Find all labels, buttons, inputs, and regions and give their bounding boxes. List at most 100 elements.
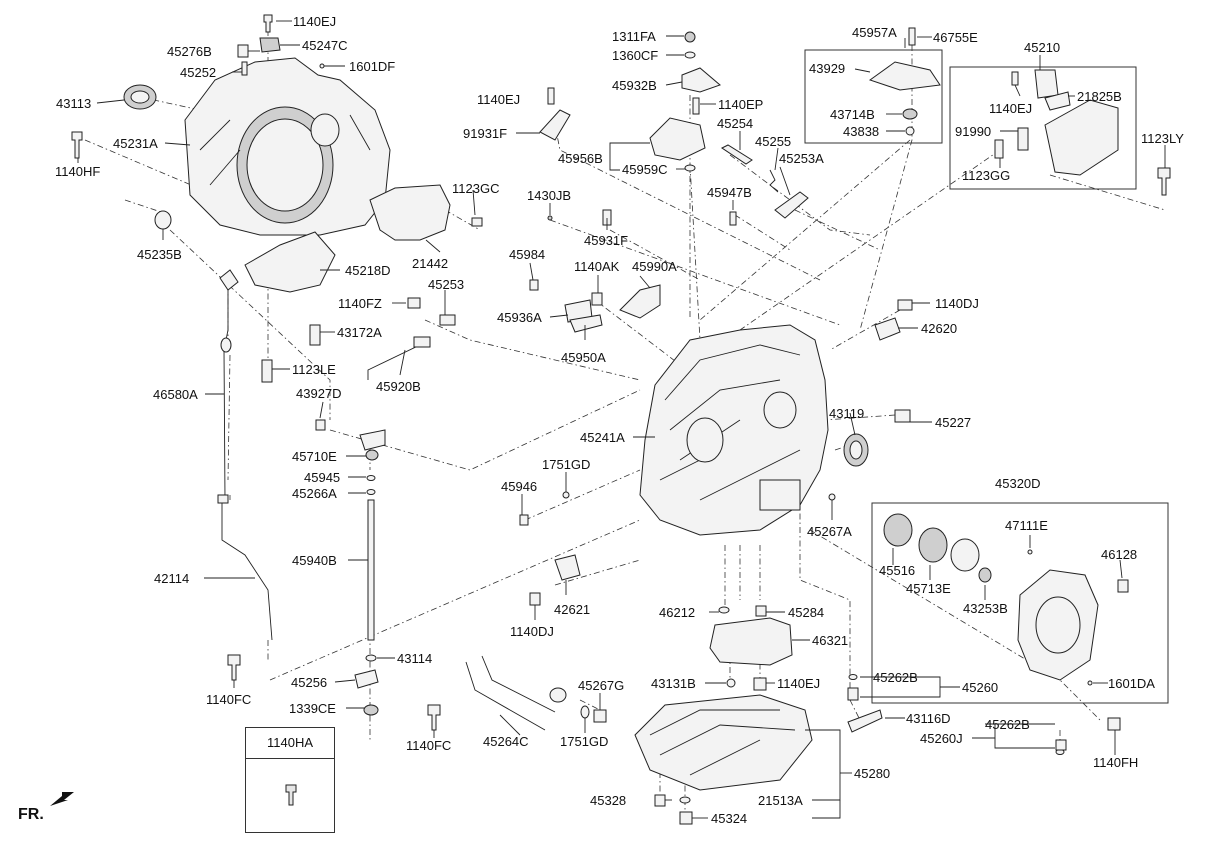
label-1140FZ: 1140FZ [338,296,382,311]
washer-45266A [366,489,376,495]
pipe-43116D [847,709,883,733]
label-45710E: 45710E [292,449,337,464]
label-1140FC-lower: 1140FC [406,738,451,753]
bolt-1140HF [71,131,83,159]
bolt-1140EJ-filter [753,677,767,691]
label-46580A: 46580A [153,387,198,402]
label-45990A: 45990A [632,259,677,274]
bolt-1140DJ-upper [897,299,913,311]
nut-1311FA [684,31,696,43]
label-1123GC: 1123GC [452,181,499,196]
group-box-45210 [949,66,1137,190]
magnet-43131B [726,678,736,688]
label-1601DA: 1601DA [1108,676,1155,691]
label-45254: 45254 [717,116,753,131]
bushing-45276B [237,44,249,58]
bracket-91931F [539,109,571,141]
gasket-1751GD [562,491,570,499]
nut-1339CE [363,704,379,716]
label-45218D: 45218D [345,263,391,278]
bolt-45946 [519,514,529,526]
o-ring-45262B [848,674,858,680]
label-45920B: 45920B [376,379,421,394]
label-43119: 43119 [829,406,864,421]
label-45267A: 45267A [807,524,852,539]
plug-45324 [679,811,693,825]
label-45262B: 45262B [873,670,918,685]
label-45210: 45210 [1024,40,1060,55]
oil-seal-43113 [123,84,157,110]
label-45253: 45253 [428,277,464,292]
speed-sensor-42621 [554,554,581,581]
label-42620: 42620 [921,321,957,336]
dipstick-tube-42114 [221,498,273,641]
label-1140EJ: 1140EJ [293,14,336,29]
label-1140EJ-45210: 1140EJ [989,101,1032,116]
label-1140DJ-lower: 1140DJ [510,624,554,639]
converter-housing-part [184,57,391,236]
bracket-45990A [619,284,661,319]
label-46321: 46321 [812,633,848,648]
plug-45267A [828,493,836,501]
plate-45253 [439,314,456,326]
label-1430JB: 1430JB [527,188,571,203]
bolt-1140FH [1107,717,1121,731]
label-1140EP: 1140EP [718,97,763,112]
label-42621: 42621 [554,602,590,617]
plug-45260 [847,687,859,701]
detent-lever-45710E [359,429,386,451]
label-1140AK: 1140AK [574,259,620,274]
bolt-1140FC-lower [427,704,441,731]
seal-43114 [365,654,377,662]
bolt-45984 [529,279,539,291]
label-1601DF: 1601DF [349,59,395,74]
bolt-1140FC-left [227,654,241,681]
label-45267G: 45267G [578,678,624,693]
label-42114: 42114 [154,571,189,586]
plug-45260J [1055,739,1067,751]
shaft-45254 [721,144,753,165]
o-ring-46212 [718,606,730,614]
bolt-1140AK [591,292,603,306]
label-45950A: 45950A [561,350,606,365]
legend-code: 1140HA [246,728,334,759]
pin-45947B [729,211,737,226]
transmission-case-45241A [639,324,829,536]
pin-91990 [1017,127,1029,151]
label-43714B: 43714B [830,107,875,122]
leader-lines [77,20,1166,819]
label-46128: 46128 [1101,547,1137,562]
bolt-46755E [908,27,916,46]
label-1140FH: 1140FH [1093,755,1138,770]
bushing-45710E [365,449,379,461]
washer-43838 [905,126,915,136]
label-45946: 45946 [501,479,537,494]
label-43929: 43929 [809,61,845,76]
label-45284: 45284 [788,605,824,620]
bolt-icon [285,784,297,806]
label-45266A: 45266A [292,486,337,501]
label-47111E: 47111E [1005,518,1048,533]
plug-45267G [593,709,607,723]
bolt-43927D [315,419,326,431]
oil-pipes-45264C [465,655,556,731]
oil-seal-43119 [843,433,869,467]
bolt-1123LY [1157,167,1171,196]
pin-1430JB [547,215,553,221]
label-45276B: 45276B [167,44,212,59]
label-91931F: 91931F [463,126,507,141]
label-1140EJ-filter: 1140EJ [777,676,820,691]
speed-sensor-42620 [874,317,901,341]
o-ring-45945 [366,475,376,481]
rear-cover-45320D [883,513,1129,686]
label-45945: 45945 [304,470,340,485]
sensor-45210 [1034,69,1059,99]
bolt-45227 [894,409,911,423]
label-45328: 45328 [590,793,626,808]
dowel-1601DF [319,63,325,69]
label-45260: 45260 [962,680,998,695]
label-45235B: 45235B [137,247,182,262]
washer-1360CF [684,51,696,59]
plug-45235B [154,210,172,230]
label-45959C: 45959C [622,162,668,177]
